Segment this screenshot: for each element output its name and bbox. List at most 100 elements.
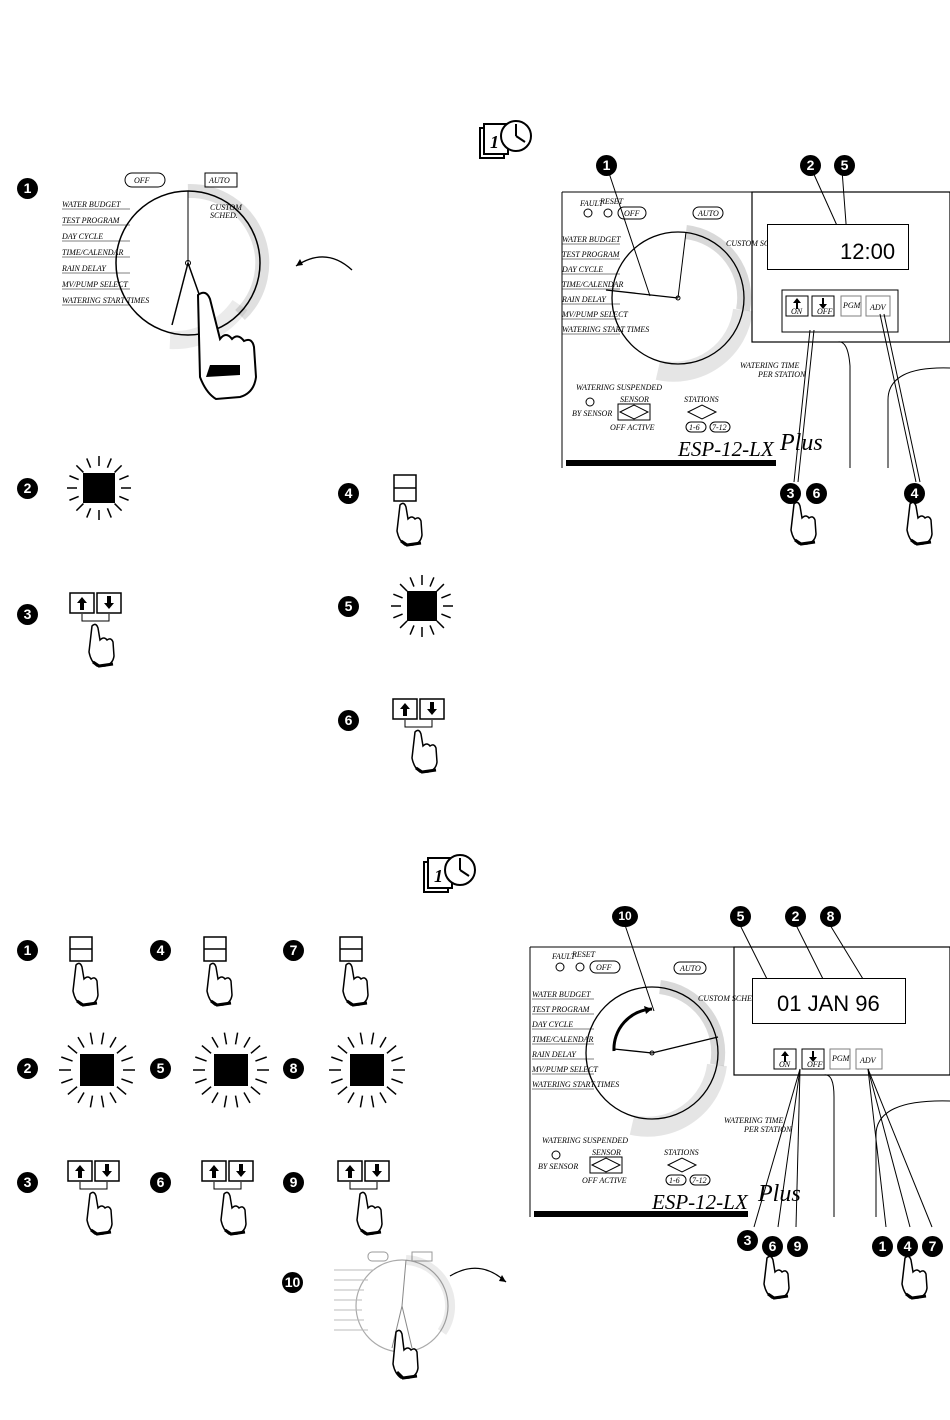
dial-label-6: WATERING START TIMES	[532, 1080, 619, 1089]
svg-text:ADV: ADV	[859, 1056, 877, 1065]
dial-label-6: WATERING START TIMES	[562, 325, 649, 334]
dial-label-3: TIME/CALENDAR	[562, 280, 623, 289]
s2-button-press-icon	[203, 936, 233, 1007]
hand-press-icon-b	[906, 501, 933, 546]
sensor-states-label: OFF ACTIVE	[610, 423, 655, 432]
dial-auto-label: AUTO	[208, 176, 230, 185]
step-6-number: 6	[338, 710, 359, 731]
svg-text:1: 1	[434, 866, 443, 886]
panel1-off-label: OFF	[624, 209, 640, 218]
panel2-custom-label: CUSTOM SCHED.	[698, 994, 760, 1003]
s2-blinking-display-icon	[329, 1032, 405, 1108]
dial-off-label: OFF	[134, 176, 150, 185]
reset-label-2: RESET	[571, 950, 596, 959]
s2-step-5-number: 5	[150, 1058, 171, 1079]
dial-label-4: RAIN DELAY	[61, 264, 107, 273]
reset-label: RESET	[599, 197, 624, 206]
dial-label-6: WATERING START TIMES	[62, 296, 149, 305]
button-press-icon	[393, 474, 423, 547]
callout-6: 6	[806, 483, 827, 504]
callout-5: 5	[834, 155, 855, 176]
s2-blinking-display-icon	[59, 1032, 135, 1108]
dial-label-5: MV/PUMP SELECT	[531, 1065, 598, 1074]
stations-group-1-b: 1-6	[669, 1176, 680, 1185]
callout-3: 3	[780, 483, 801, 504]
panel2-off-label: OFF	[596, 963, 612, 972]
blinking-display-icon	[67, 456, 131, 520]
up-down-buttons-press-2	[392, 698, 445, 774]
by-sensor-label-2: BY SENSOR	[538, 1162, 578, 1171]
stations-group-2: 7-12	[712, 423, 727, 432]
callout-7b: 7	[922, 1236, 943, 1257]
callout-6b: 6	[762, 1236, 783, 1257]
s2-step-1-number: 1	[17, 940, 38, 961]
lcd-date: 01 JAN 96	[777, 991, 880, 1016]
dial-label-0: WATER BUDGET	[62, 200, 121, 209]
stations-group-2-b: 7-12	[692, 1176, 707, 1185]
svg-text:1: 1	[490, 132, 499, 152]
svg-text:OFF: OFF	[817, 307, 833, 316]
callout-1: 1	[596, 155, 617, 176]
blinking-display-icon-2	[391, 575, 453, 637]
stations-label-2: STATIONS	[664, 1148, 699, 1157]
dial-label-4: RAIN DELAY	[531, 1050, 577, 1059]
callout-1b: 1	[872, 1236, 893, 1257]
callout-5b: 5	[730, 906, 751, 927]
fault-label: FAULT	[579, 199, 604, 208]
s2-step-8-number: 8	[283, 1058, 304, 1079]
dial-label-3: TIME/CALENDAR	[532, 1035, 593, 1044]
s2-step-9-number: 9	[283, 1172, 304, 1193]
stations-label: STATIONS	[684, 395, 719, 404]
step-3-number: 3	[17, 604, 38, 625]
stations-group-1: 1-6	[689, 423, 700, 432]
s2-step-7-number: 7	[283, 940, 304, 961]
callout-4: 4	[904, 483, 925, 504]
dial-label-2: DAY CYCLE	[561, 265, 603, 274]
step-4-number: 4	[338, 483, 359, 504]
s2-up-down-buttons-press	[201, 1160, 254, 1236]
model-plus-2: Plus	[757, 1181, 801, 1207]
dial-label-1: TEST PROGRAM	[562, 250, 621, 259]
svg-text:PGM: PGM	[831, 1054, 851, 1063]
dial-label-0: WATER BUDGET	[532, 990, 591, 999]
dial-label-3: TIME/CALENDAR	[62, 248, 123, 257]
dial-label-5: MV/PUMP SELECT	[561, 310, 628, 319]
lcd-display-1: 12:00	[767, 224, 909, 270]
watering-time-label: WATERING TIME	[740, 361, 799, 370]
sensor-states-label-2: OFF ACTIVE	[582, 1176, 627, 1185]
dial-label-0: WATER BUDGET	[562, 235, 621, 244]
step-2-number: 2	[17, 478, 38, 499]
s2-up-down-buttons-press	[67, 1160, 120, 1236]
panel1-auto-label: AUTO	[697, 209, 719, 218]
s2-step-4-number: 4	[150, 940, 171, 961]
callout-3b: 3	[737, 1230, 758, 1251]
callout-2: 2	[800, 155, 821, 176]
watering-time-label-2: WATERING TIME	[724, 1116, 783, 1125]
svg-text:ON: ON	[779, 1060, 791, 1069]
s2-step-3-number: 3	[17, 1172, 38, 1193]
per-station-label: PER STATION	[757, 370, 806, 379]
callout-8b: 8	[820, 906, 841, 927]
s2-blinking-display-icon	[193, 1032, 269, 1108]
step-1-number: 1	[17, 178, 38, 199]
callout-2b: 2	[785, 906, 806, 927]
hand-press-icon-a	[790, 501, 817, 546]
svg-text:PGM: PGM	[842, 301, 862, 310]
svg-text:CUSTOM: CUSTOM	[210, 203, 243, 212]
dial-label-1: TEST PROGRAM	[532, 1005, 591, 1014]
up-down-buttons-press	[69, 592, 122, 668]
svg-text:OFF: OFF	[807, 1060, 823, 1069]
step-10-number: 10	[282, 1272, 303, 1293]
s2-button-press-icon	[339, 936, 369, 1007]
model-name: ESP-12-LX	[677, 437, 775, 461]
watering-suspended-label: WATERING SUSPENDED	[576, 383, 662, 392]
step-5-number: 5	[338, 596, 359, 617]
model-name-2: ESP-12-LX	[651, 1190, 749, 1214]
by-sensor-label: BY SENSOR	[572, 409, 612, 418]
svg-text:ON: ON	[791, 307, 803, 316]
svg-text:SCHED.: SCHED.	[210, 211, 238, 220]
hand-press-icon-d	[901, 1255, 928, 1300]
dial-label-2: DAY CYCLE	[61, 232, 103, 241]
calendar-clock-icon: 1	[479, 120, 532, 159]
